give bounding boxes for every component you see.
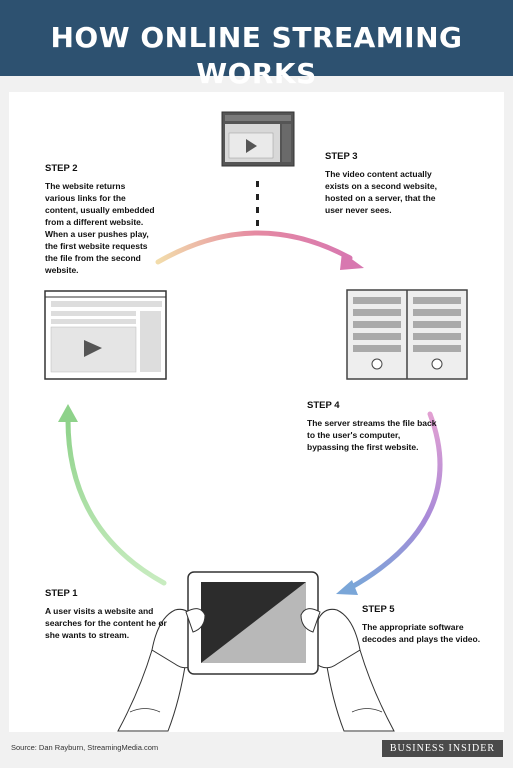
step-5-body: The appropriate software decodes and pla… [362, 622, 481, 644]
step-3-title: STEP 3 [325, 151, 358, 162]
step-3-text: STEP 3 The video content actually exists… [325, 151, 455, 216]
play-icon [246, 139, 257, 153]
step-5-text: STEP 5 The appropriate software decodes … [362, 604, 482, 645]
play-icon [84, 340, 102, 357]
arrow-server-to-tablet [336, 411, 443, 595]
remote-site-window-icon [221, 111, 295, 167]
step-1-body: A user visits a website and searches for… [45, 606, 167, 640]
server-icon [346, 289, 468, 380]
arrow-website-to-server [155, 230, 364, 270]
step-2-text: STEP 2 The website returns various links… [45, 163, 155, 276]
header-banner: HOW ONLINE STREAMING WORKS [0, 0, 513, 90]
page-title: HOW ONLINE STREAMING WORKS [50, 21, 463, 90]
step-4-body: The server streams the file back to the … [307, 418, 437, 452]
step-2-body: The website returns various links for th… [45, 181, 155, 275]
step-4-title: STEP 4 [307, 400, 340, 411]
dotted-connector [256, 181, 259, 226]
step-5-title: STEP 5 [362, 604, 395, 615]
step-1-text: STEP 1 A user visits a website and searc… [45, 588, 180, 641]
step-1-title: STEP 1 [45, 588, 78, 599]
brand-logo: BUSINESS INSIDER [381, 740, 503, 757]
source-credit: Source: Dan Rayburn, StreamingMedia.com [11, 743, 159, 752]
tablet-with-hands [117, 571, 395, 732]
step-2-title: STEP 2 [45, 163, 78, 174]
step-4-text: STEP 4 The server streams the file back … [307, 400, 437, 453]
step-3-body: The video content actually exists on a s… [325, 169, 437, 215]
website-browser-icon [44, 290, 167, 380]
arrow-user-to-website [58, 404, 167, 586]
